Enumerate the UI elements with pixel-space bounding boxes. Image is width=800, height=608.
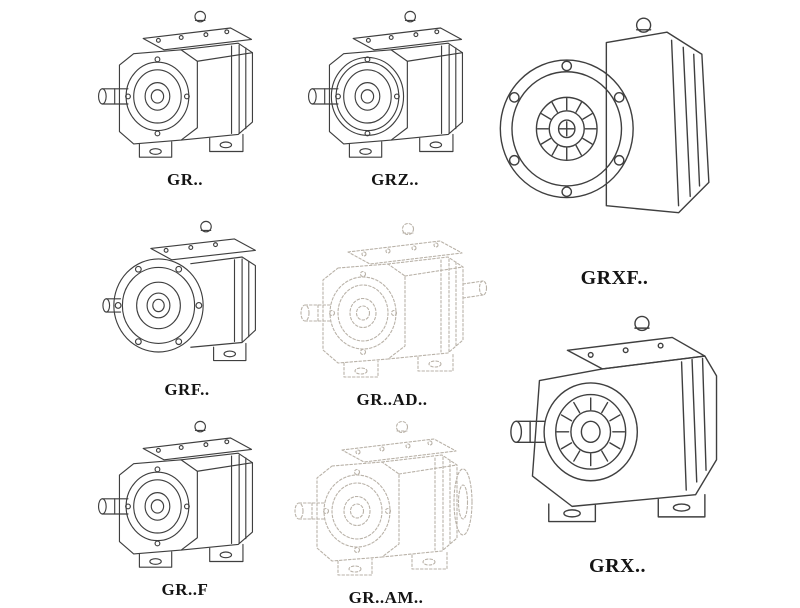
model-label-grx: GRX.. [589, 555, 646, 577]
model-label-gr-f: GR..F [161, 580, 209, 599]
figure-grxf: GRXF.. [492, 10, 737, 290]
model-label-grxf: GRXF.. [580, 267, 649, 289]
model-label-gr-ad: GR..AD.. [356, 390, 428, 409]
figure-gr-am: GR..AM.. [286, 414, 486, 608]
gearbox-grf-drawing [102, 220, 256, 362]
gearbox-grxf-drawing [499, 17, 710, 214]
figure-grz: GRZ.. [300, 4, 490, 190]
figure-grx: GRX.. [495, 306, 740, 578]
figure-gr-f: GR..F [90, 414, 280, 600]
model-label-gr: GR.. [167, 170, 203, 189]
model-label-grf: GRF.. [164, 380, 210, 399]
gearbox-gr-ad-drawing [292, 216, 492, 386]
figure-gr-ad: GR..AD.. [292, 216, 492, 410]
gearbox-gr-am-drawing [286, 414, 486, 584]
gearbox-grx-drawing [510, 315, 718, 523]
figure-grf: GRF.. [92, 214, 282, 400]
gearbox-gr-f-drawing [97, 420, 254, 568]
model-label-gr-am: GR..AM.. [348, 588, 424, 607]
gearbox-grz-drawing [300, 4, 490, 166]
gearbox-gr-drawing [97, 10, 254, 158]
model-label-grz: GRZ.. [371, 170, 419, 189]
figure-gr: GR.. [90, 4, 280, 190]
